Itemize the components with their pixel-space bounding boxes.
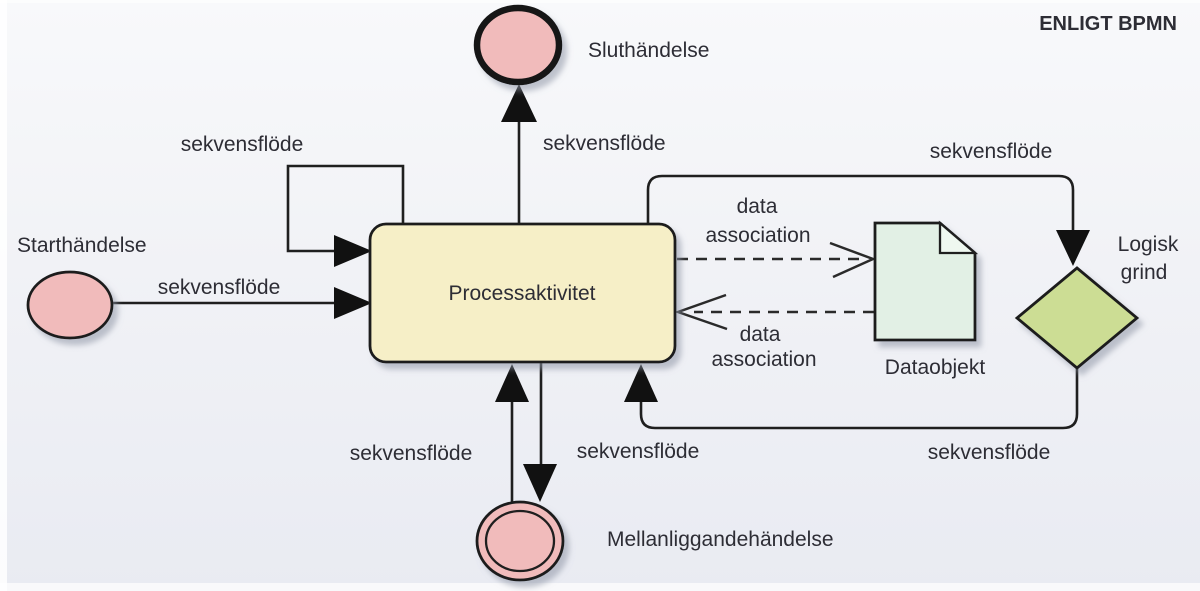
end-event-circle: [473, 4, 563, 86]
flow-self-loop-label: sekvensflöde: [181, 133, 304, 156]
data-association-in-label-line2: association: [711, 348, 816, 371]
flow-self-loop-path: [286, 164, 405, 253]
frame-edge-left: [0, 0, 7, 591]
intermediate-event-inner-circle: [484, 509, 556, 573]
data-association-out-label-line1: data: [737, 195, 778, 218]
gateway-label-line2: grind: [1121, 261, 1168, 284]
process-activity-label: Processaktivitet: [448, 282, 595, 305]
gateway-diamond: [1014, 266, 1140, 370]
intermediate-event-label: Mellanliggandehändelse: [607, 528, 834, 551]
flow-activity-to-gateway-arrowhead: [1056, 230, 1090, 266]
data-association-in-label-line1: data: [740, 323, 781, 346]
intermediate-event-outer-circle: [475, 500, 565, 582]
data-object-label: Dataobjekt: [885, 356, 986, 379]
end-event-label: Sluthändelse: [588, 39, 709, 62]
process-activity-box: [368, 222, 677, 364]
flow-activity-to-intermediate-arrowhead: [523, 464, 557, 502]
flow-self-loop-arrowhead: [334, 235, 372, 267]
enligt-bpmn-badge: ENLIGT BPMN: [1039, 13, 1177, 35]
frame-edge-top: [0, 0, 1200, 3]
gateway-label-line1: Logisk: [1118, 233, 1179, 256]
start-event-circle: [26, 270, 114, 340]
data-object-fold: [938, 220, 979, 255]
flow-activity-to-intermediate-label: sekvensflöde: [577, 440, 700, 463]
data-association-in-arrowhead: [674, 293, 728, 331]
flow-gateway-to-activity-path: [639, 368, 1079, 430]
start-event-label: Starthändelse: [17, 234, 147, 257]
flow-gateway-to-activity-arrowhead: [624, 364, 658, 402]
flow-start-to-activity-label: sekvensflöde: [158, 276, 281, 299]
frame-edge-bottom: [0, 583, 1200, 591]
flow-start-to-activity-arrowhead: [334, 287, 372, 319]
flow-activity-to-gateway-path: [646, 174, 1075, 234]
flow-gateway-to-activity-label: sekvensflöde: [928, 441, 1051, 464]
data-association-out-arrowhead: [829, 241, 877, 279]
flow-intermediate-to-activity-arrowhead: [495, 364, 529, 402]
flow-intermediate-to-activity-label: sekvensflöde: [350, 442, 473, 465]
data-association-out-label-line2: association: [705, 224, 810, 247]
flow-activity-to-gateway-label: sekvensflöde: [930, 140, 1053, 163]
flow-activity-to-end-arrowhead: [501, 84, 537, 122]
flow-activity-to-end-label: sekvensflöde: [543, 132, 666, 155]
